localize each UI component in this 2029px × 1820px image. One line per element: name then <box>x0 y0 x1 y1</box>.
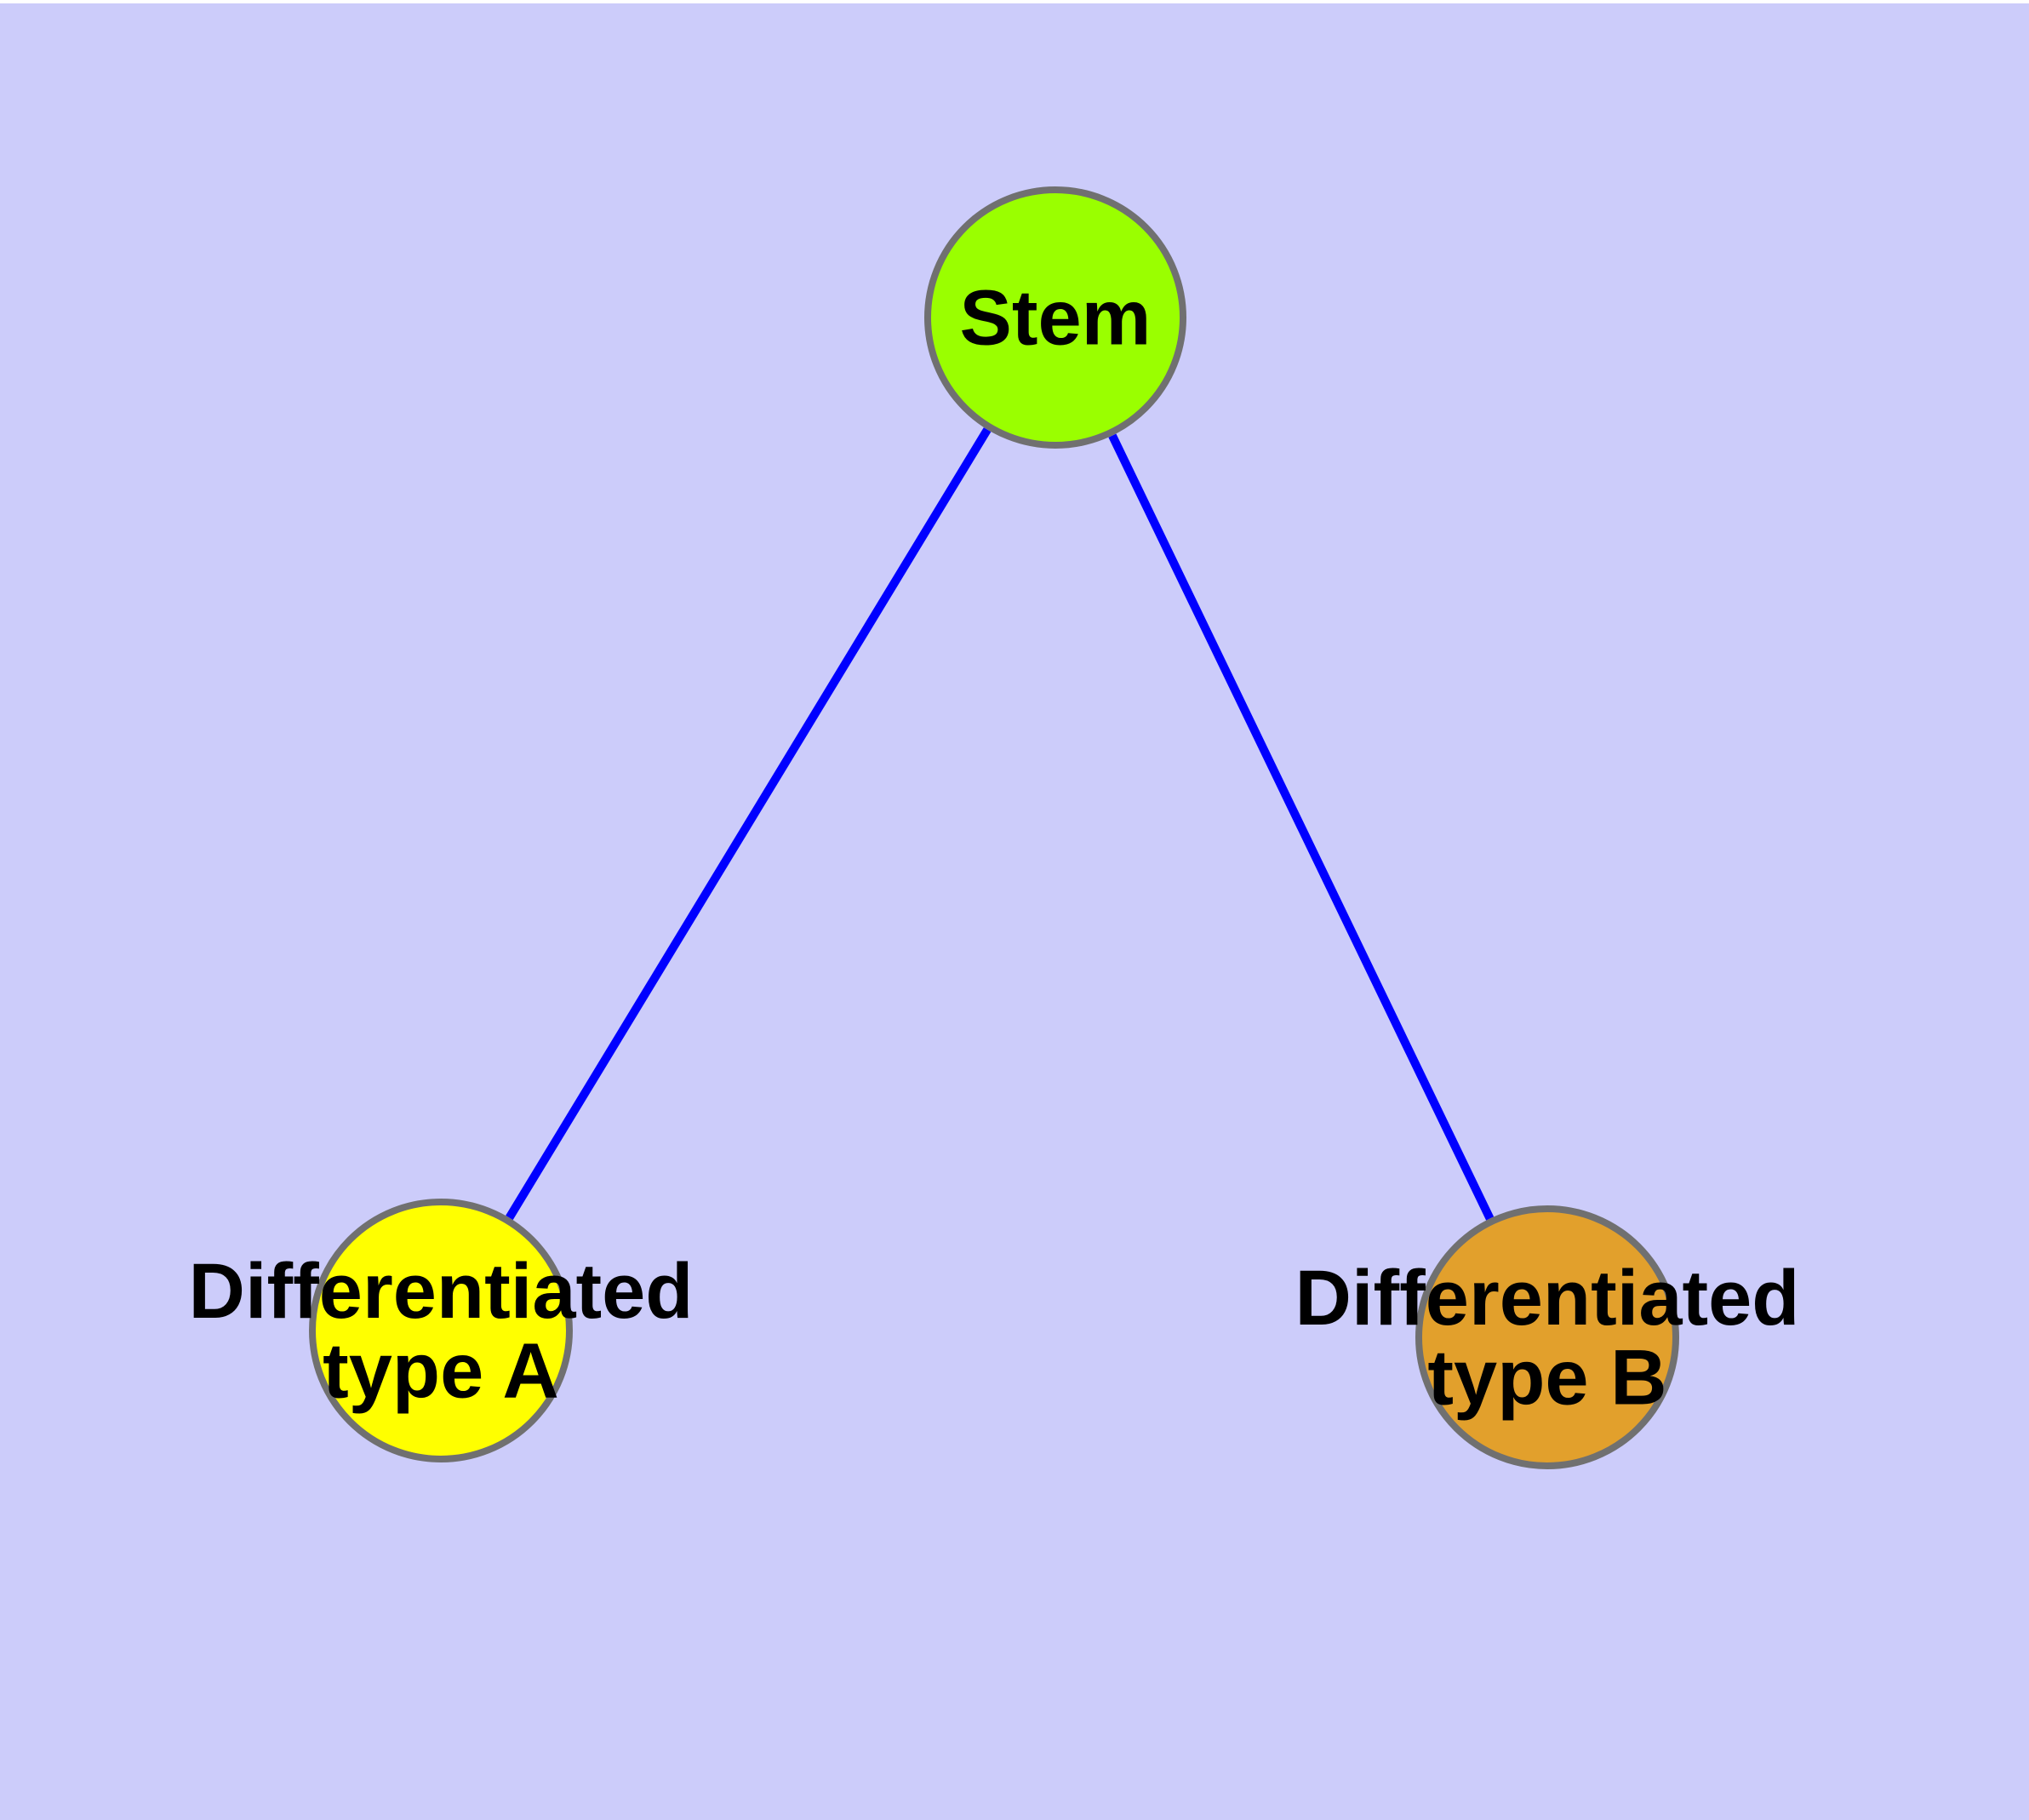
node-label-line: Differentiated <box>189 1248 694 1335</box>
node-label-line: type B <box>1427 1335 1666 1422</box>
node-label-line: type A <box>323 1328 559 1415</box>
graph-edge <box>1108 433 1495 1221</box>
graph-node-stem[interactable]: Stem <box>924 186 1186 449</box>
node-circle-diff_b[interactable] <box>1415 1205 1679 1469</box>
graph-edge <box>506 427 992 1221</box>
edge-layer <box>506 427 1495 1221</box>
node-circle-diff_a[interactable] <box>309 1199 573 1462</box>
node-label-stem: Stem <box>960 275 1152 362</box>
node-circle-stem[interactable] <box>924 186 1186 449</box>
node-label-line: Stem <box>960 275 1152 362</box>
node-label-line: Differentiated <box>1295 1255 1800 1342</box>
